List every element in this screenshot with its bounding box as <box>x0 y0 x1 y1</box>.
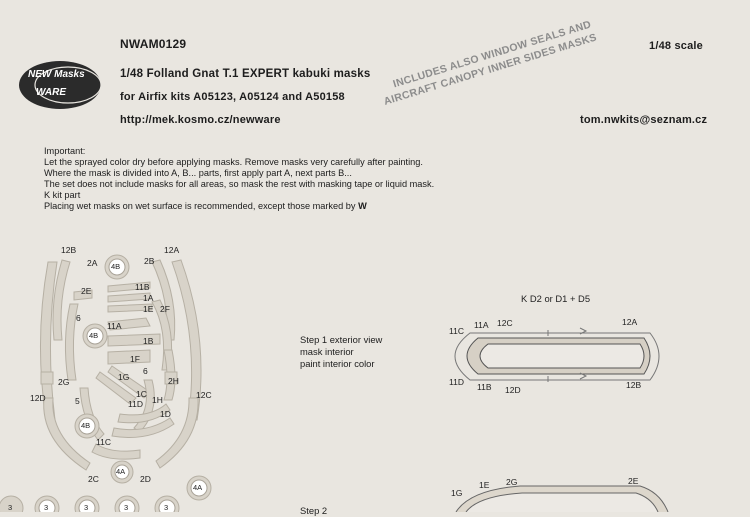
important-heading: Important: <box>44 146 86 156</box>
label-12a: 12A <box>164 245 180 255</box>
mask-strip-2b <box>151 259 176 341</box>
label-12c: 12C <box>196 390 212 400</box>
label-1g: 1G <box>118 372 130 382</box>
step1-label-12c: 12C <box>497 318 513 328</box>
step1-label-12d: 12D <box>505 385 521 395</box>
mask-1f <box>107 349 151 365</box>
step2-title: Step 2 <box>300 505 328 516</box>
label-12b: 12B <box>61 245 77 255</box>
step1-canopy-drawing <box>454 327 660 382</box>
step1-text: Step 1 exterior view mask interior paint… <box>300 334 382 370</box>
wet-marker: W <box>358 201 367 211</box>
mask-1a <box>107 292 151 303</box>
label-2f: 2F <box>160 304 170 314</box>
step1-label-11a: 11A <box>474 320 489 330</box>
important-section: Important: Let the sprayed color dry bef… <box>44 146 564 212</box>
label-4b-low: 4B <box>81 421 91 430</box>
important-line-1: Let the sprayed color dry before applyin… <box>44 157 423 167</box>
label-1e: 1E <box>143 304 154 314</box>
mask-strip-2a <box>52 259 71 341</box>
mask-strip-6a <box>64 303 79 381</box>
label-11a: 11A <box>107 321 122 331</box>
mask-1d <box>111 417 175 438</box>
website-link[interactable]: http://mek.kosmo.cz/newware <box>120 114 281 126</box>
mask-strip-11c <box>91 443 141 460</box>
mask-strip-12a <box>171 259 202 421</box>
label-4b-mid: 4B <box>89 331 99 340</box>
kits-line: for Airfix kits A05123, A05124 and A5015… <box>120 91 345 103</box>
step1-kit-ref: K D2 or D1 + D5 <box>521 293 591 304</box>
mask-1h <box>133 379 155 433</box>
label-12d: 12D <box>30 393 46 403</box>
label-3-b: 3 <box>84 503 89 512</box>
label-1d: 1D <box>160 409 171 419</box>
label-1b: 1B <box>143 336 154 346</box>
mask-2h <box>164 371 178 385</box>
mask-1e <box>107 303 153 313</box>
label-2c: 2C <box>88 474 99 484</box>
label-3-e: 3 <box>8 503 13 512</box>
step1-label-12a: 12A <box>622 317 638 327</box>
label-6a: 6 <box>76 313 81 323</box>
label-2h: 2H <box>168 376 179 386</box>
label-1a: 1A <box>143 293 154 303</box>
label-3-c: 3 <box>124 503 129 512</box>
step2-label-2e: 2E <box>628 476 639 486</box>
important-line-3: The set does not include masks for all a… <box>44 179 435 189</box>
mask-11d <box>117 403 171 424</box>
mask-1c <box>107 365 151 399</box>
step1-line3: paint interior color <box>300 358 375 369</box>
step2-label-1g: 1G <box>451 488 463 498</box>
step2-canopy-drawing <box>455 485 669 512</box>
label-3-a: 3 <box>44 503 49 512</box>
label-4a-mid: 4A <box>116 467 126 476</box>
important-line-4: K kit part <box>44 190 81 200</box>
mask-1g <box>95 371 137 405</box>
mask-2g <box>40 371 54 385</box>
mask-strip-12c <box>155 397 199 469</box>
newware-logo: NEW Masks WARE <box>18 60 102 110</box>
product-code: NWAM0129 <box>120 37 187 51</box>
step1-label-11d: 11D <box>449 377 464 387</box>
mask-3-e <box>0 495 24 512</box>
label-2d: 2D <box>140 474 151 484</box>
label-11d: 11D <box>128 399 143 409</box>
mask-11a <box>107 317 151 331</box>
product-title: 1/48 Folland Gnat T.1 EXPERT kabuki mask… <box>120 68 371 80</box>
label-4a-right: 4A <box>193 483 203 492</box>
mask-2e <box>73 289 93 301</box>
label-2a: 2A <box>87 258 98 268</box>
label-1h: 1H <box>152 395 163 405</box>
mask-1b <box>107 333 161 347</box>
wet-text: Placing wet masks on wet surface is reco… <box>44 201 356 211</box>
logo-ellipse <box>19 61 102 109</box>
mask-strip-12d <box>43 397 91 471</box>
label-2g: 2G <box>58 377 70 387</box>
step2-label-2g: 2G <box>506 477 518 487</box>
label-6b: 6 <box>143 366 148 376</box>
step1-label-11b: 11B <box>477 382 492 392</box>
step1-label-12b: 12B <box>626 380 642 390</box>
label-1f: 1F <box>130 354 140 364</box>
scale-label: 1/48 scale <box>649 40 703 52</box>
step2-label-1e: 1E <box>479 480 490 490</box>
step1-line2: mask interior <box>300 346 354 357</box>
label-4b-top: 4B <box>111 262 121 271</box>
label-11b: 11B <box>135 282 150 292</box>
label-11c: 11C <box>96 437 111 447</box>
label-3-d: 3 <box>164 503 169 512</box>
label-1c: 1C <box>136 389 147 399</box>
important-line-5: Placing wet masks on wet surface is reco… <box>44 201 564 212</box>
mask-11b <box>107 281 151 293</box>
label-2e: 2E <box>81 286 92 296</box>
label-5: 5 <box>75 396 80 406</box>
logo-text-top: NEW Masks <box>28 69 85 80</box>
logo-text-bottom: WARE <box>36 87 66 98</box>
email-link[interactable]: tom.nwkits@seznam.cz <box>580 114 708 126</box>
important-line-2: Where the mask is divided into A, B... p… <box>44 168 352 178</box>
step1-label-11c: 11C <box>449 326 464 336</box>
label-2b: 2B <box>144 256 155 266</box>
step1-title: Step 1 exterior view <box>300 334 383 345</box>
